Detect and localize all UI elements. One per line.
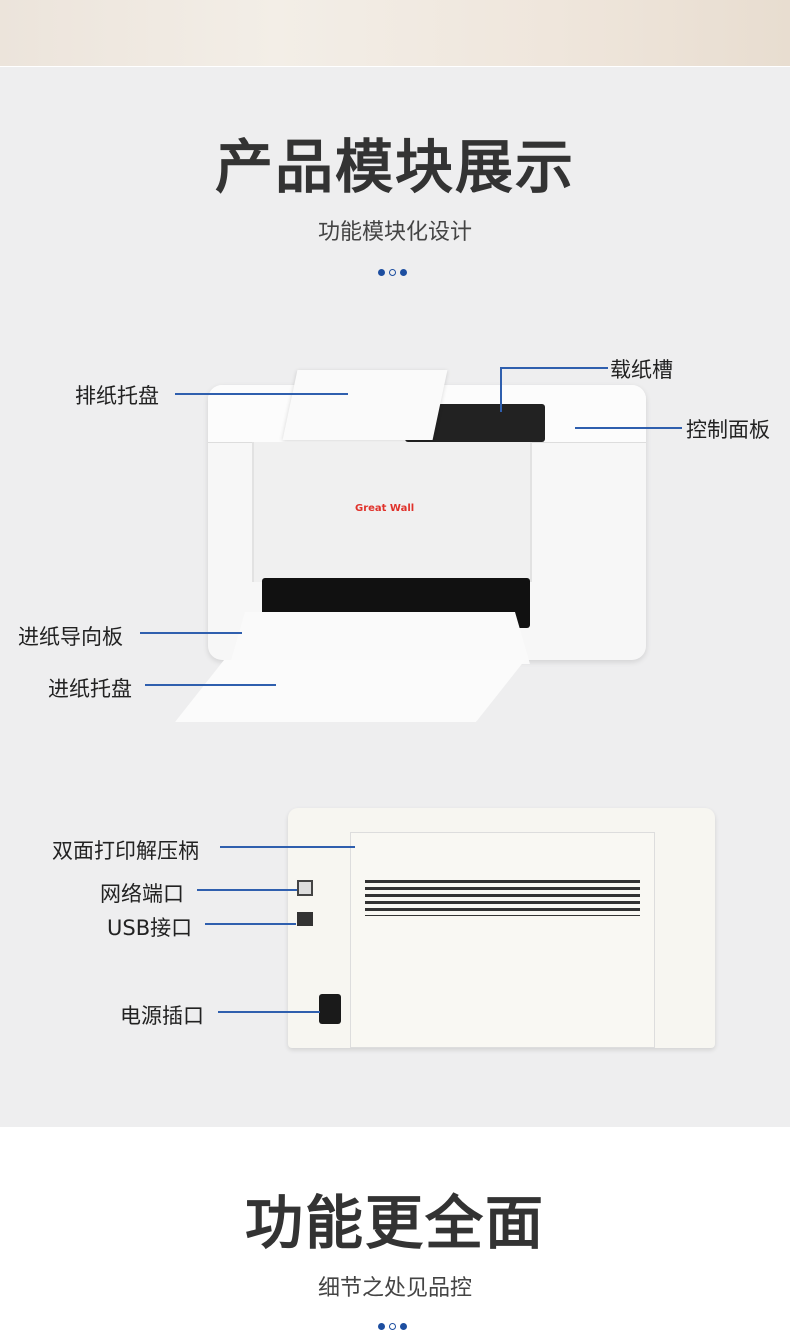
- section2-title: 功能更全面: [244, 1189, 545, 1257]
- section-subtitle: 功能模块化设计: [317, 220, 472, 245]
- pager-dots: [378, 269, 407, 276]
- brand-logo: Great Wall: [355, 503, 415, 514]
- label-network-port: 网络端口: [100, 882, 184, 906]
- label-usb-port: USB接口: [107, 916, 193, 940]
- label-paper-guide: 进纸导向板: [18, 625, 123, 649]
- top-banner: [0, 0, 790, 66]
- label-control-panel: 控制面板: [686, 418, 770, 442]
- label-duplex-lever: 双面打印解压柄: [52, 839, 199, 863]
- section-title: 产品模块展示: [214, 133, 575, 201]
- label-input-tray: 进纸托盘: [48, 677, 132, 701]
- label-output-tray: 排纸托盘: [75, 384, 159, 408]
- label-paper-slot: 载纸槽: [610, 358, 673, 382]
- section2-subtitle: 细节之处见品控: [317, 1276, 472, 1301]
- label-power-socket: 电源插口: [120, 1004, 204, 1028]
